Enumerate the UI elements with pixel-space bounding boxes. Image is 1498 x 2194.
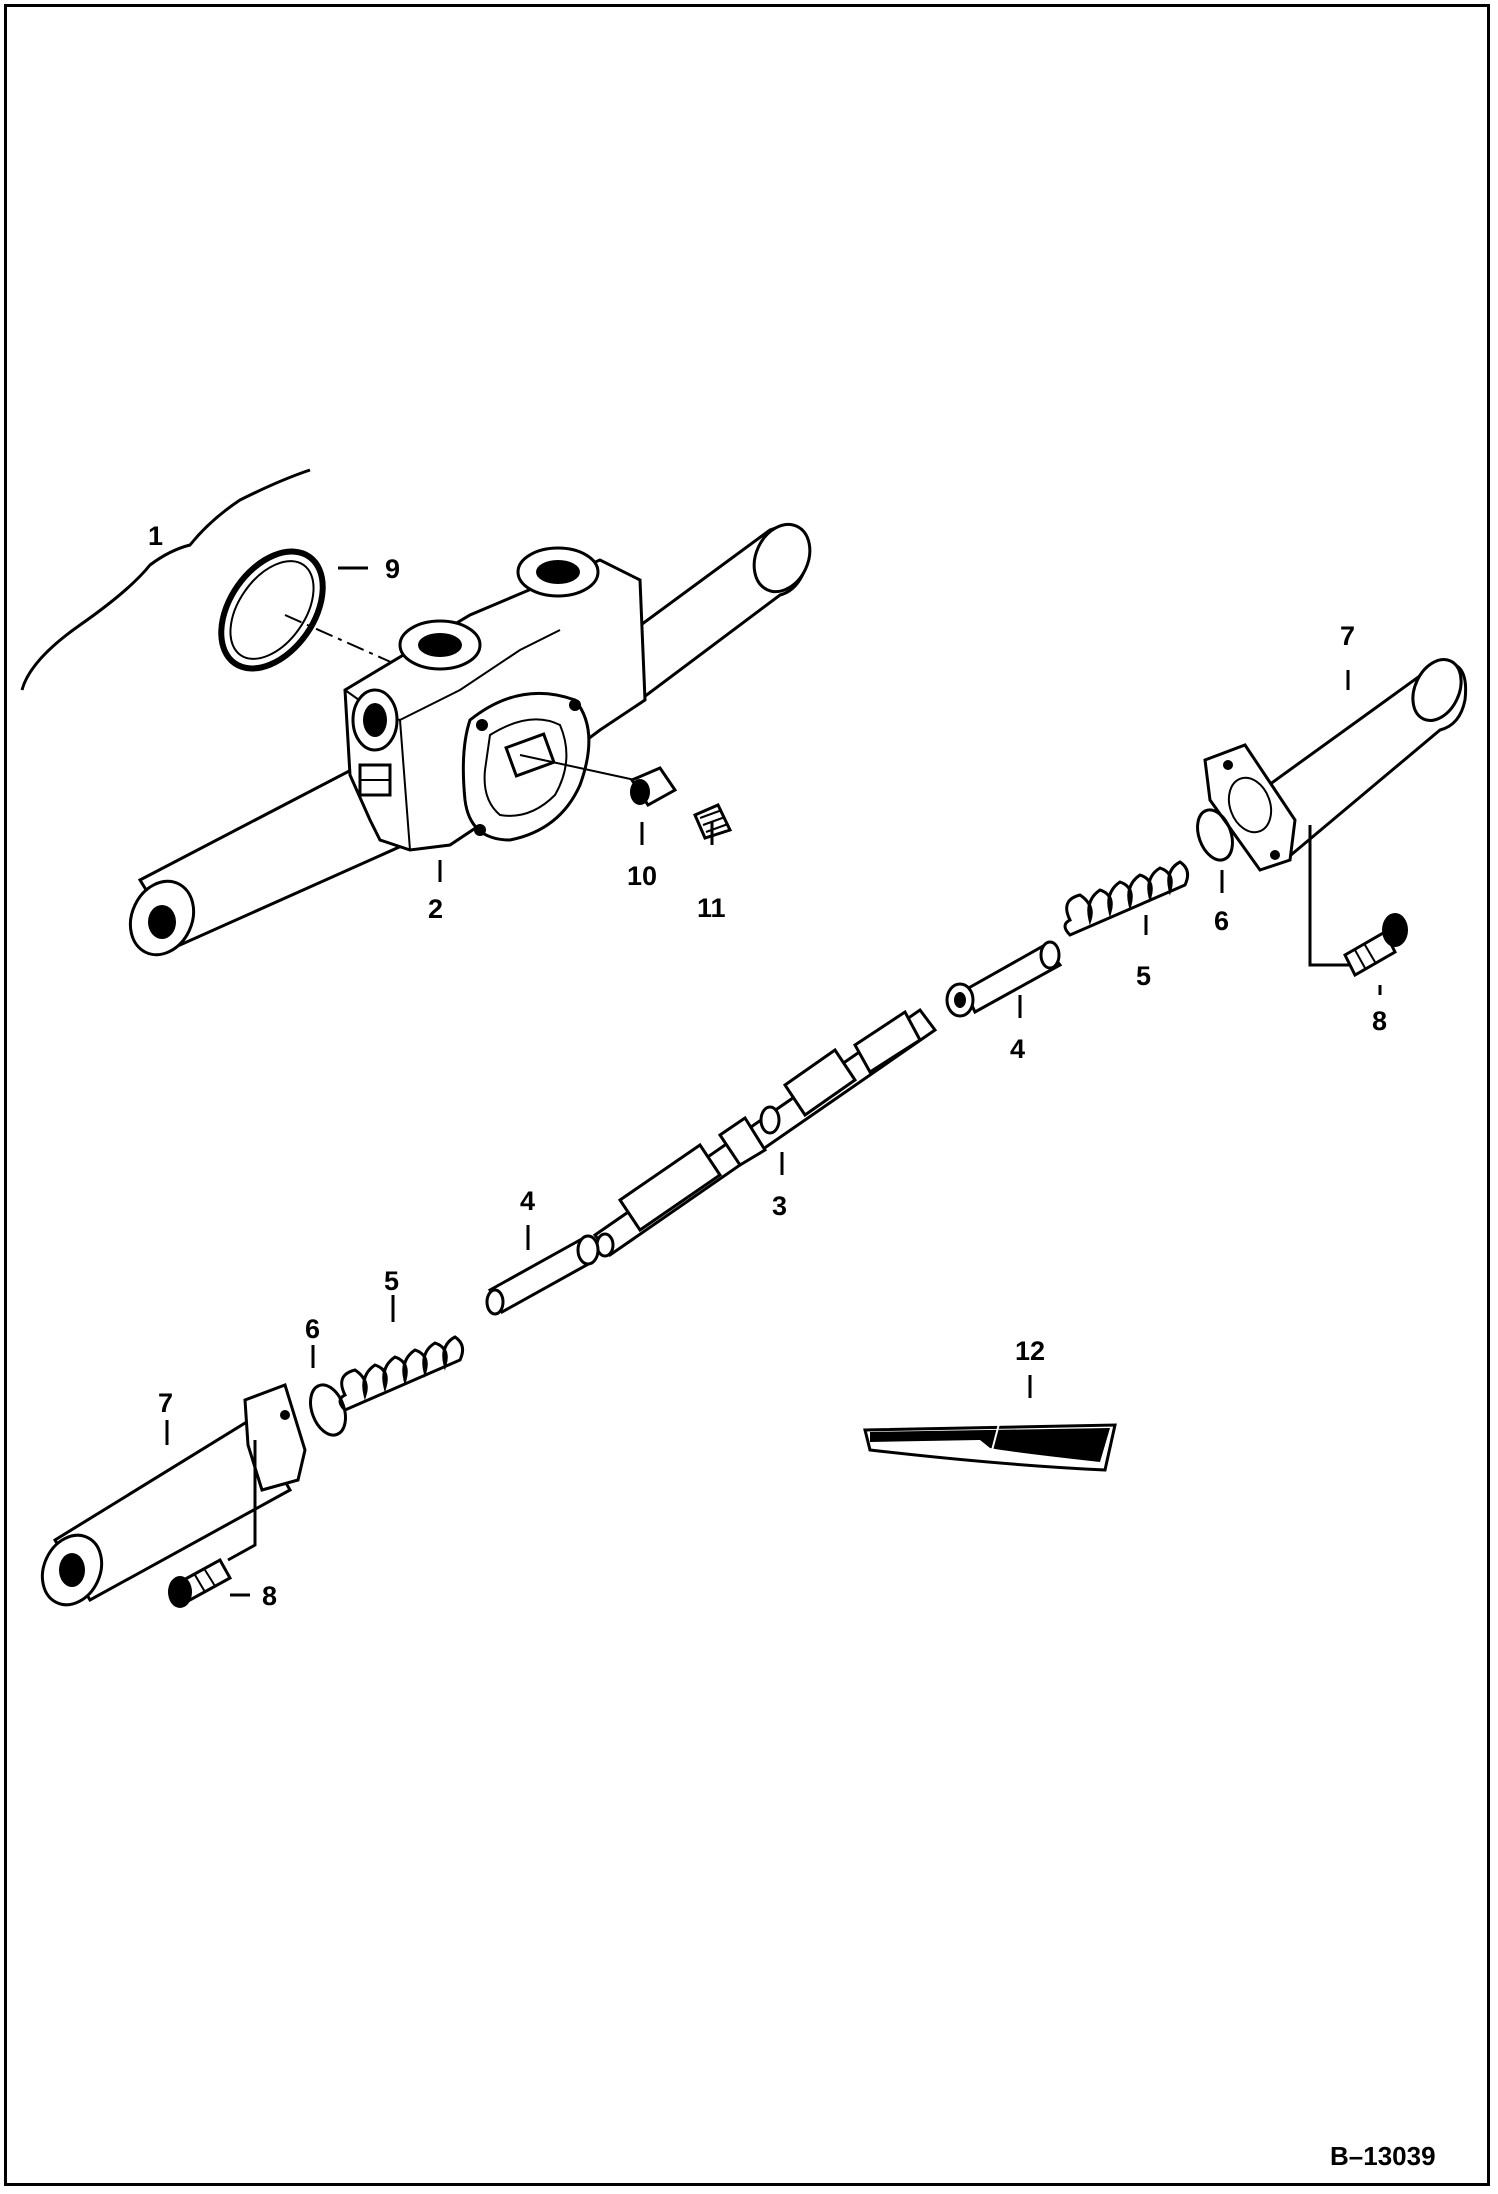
callout-11: 11 [697, 893, 726, 923]
drawing-number: B–13039 [1330, 2141, 1436, 2171]
stopper-part-4-right [945, 940, 1063, 1018]
callout-leaders [165, 566, 1382, 1597]
valve-section-body-part-2 [128, 522, 812, 957]
drawing-frame [4, 4, 1490, 2186]
part-10-center-line [519, 754, 636, 781]
o-ring-part-6-right [1196, 808, 1234, 862]
o-ring-part-6-left [309, 1383, 347, 1437]
callout-3: 3 [772, 1191, 787, 1221]
callout-8-right: 8 [1372, 1006, 1387, 1036]
callout-6-right: 6 [1214, 906, 1229, 936]
screw-leader-right [1308, 825, 1360, 967]
callout-6-left: 6 [305, 1314, 320, 1344]
cap-part-7-left [40, 1383, 307, 1607]
callout-12: 12 [1015, 1336, 1045, 1366]
o-ring-center-line [284, 614, 421, 676]
cap-screw-part-8-right [1343, 913, 1408, 978]
callout-8-left: 8 [262, 1581, 277, 1611]
callout-4-right: 4 [1010, 1034, 1025, 1064]
set-screw-part-11 [693, 803, 733, 840]
o-ring-part-9 [218, 548, 326, 672]
callout-4-left: 4 [520, 1186, 535, 1216]
sleeve-part-10 [629, 766, 678, 807]
callout-5-right: 5 [1136, 961, 1151, 991]
callout-1: 1 [148, 521, 163, 551]
cap-screw-part-8-left [168, 1557, 233, 1608]
assembly-bracket [20, 468, 311, 691]
callout-7-right: 7 [1340, 621, 1355, 651]
spring-part-5-left [338, 1335, 465, 1412]
spool-part-3 [592, 1007, 938, 1258]
stopper-part-4-left [485, 1234, 600, 1316]
cap-part-7-right [1203, 658, 1468, 872]
screw-leader-left [227, 1440, 257, 1562]
callout-5-left: 5 [384, 1266, 399, 1296]
decal-kit-part-12 [863, 1419, 1117, 1472]
callout-7-left: 7 [158, 1388, 173, 1418]
spring-part-5-right [1063, 860, 1190, 937]
callout-2: 2 [428, 894, 443, 924]
callout-10: 10 [627, 861, 657, 891]
callout-9: 9 [385, 554, 400, 584]
